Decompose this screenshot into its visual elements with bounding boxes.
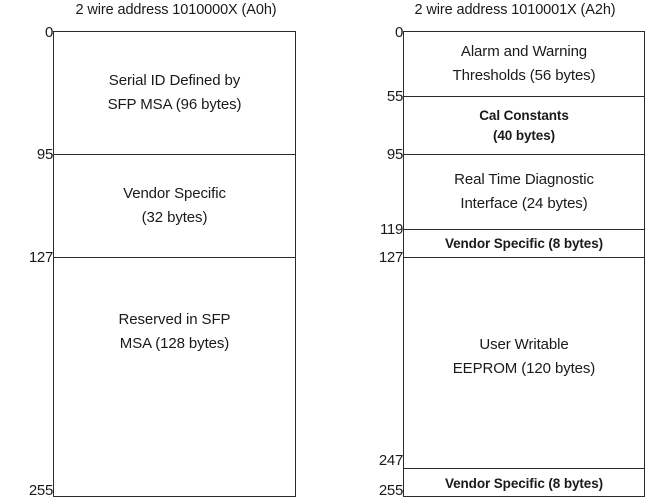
memory-segment-alarm-warning-thresholds: Alarm and Warning Thresholds (56 bytes)	[404, 32, 644, 96]
memory-segment-real-time-diagnostic: Real Time Diagnostic Interface (24 bytes…	[404, 154, 644, 229]
address-label-a2h-55: 55	[386, 88, 403, 105]
segment-line: Reserved in SFP	[118, 311, 231, 328]
segment-line: Real Time Diagnostic	[454, 171, 594, 188]
address-label-a2h-119: 119	[379, 221, 403, 238]
address-label-a2h-127: 127	[378, 249, 403, 266]
segment-line: MSA (128 bytes)	[119, 335, 230, 352]
segment-line: Vendor Specific (8 bytes)	[444, 235, 604, 251]
segment-line: Vendor Specific	[123, 185, 226, 202]
memory-column-a2h: 2 wire address 1010001X (A2h)	[350, 0, 662, 504]
address-label-a0h-95: 95	[36, 146, 53, 163]
address-label-a2h-247: 247	[378, 452, 403, 469]
memory-segment-cal-constants: Cal Constants (40 bytes)	[404, 96, 644, 154]
memory-segment-vendor-specific-8-upper: Vendor Specific (8 bytes)	[404, 229, 644, 257]
segment-line: Interface (24 bytes)	[460, 195, 588, 212]
column-title-a2h: 2 wire address 1010001X (A2h)	[414, 2, 616, 18]
address-label-a0h-127: 127	[28, 249, 53, 266]
memory-segment-vendor-specific-8-lower: Vendor Specific (8 bytes)	[404, 468, 644, 498]
address-label-a0h-255: 255	[28, 482, 53, 499]
address-rail-a2h: 0 55 95 119 127 247 255	[355, 0, 403, 504]
segment-line: Vendor Specific (8 bytes)	[444, 475, 604, 491]
segment-line: Alarm and Warning	[460, 43, 588, 60]
memory-segment-user-writable-eeprom: User Writable EEPROM (120 bytes)	[404, 257, 644, 468]
address-label-a2h-95: 95	[386, 146, 403, 163]
address-label-a2h-255: 255	[378, 482, 403, 499]
segment-line: EEPROM (120 bytes)	[452, 360, 596, 377]
address-label-a2h-0: 0	[394, 24, 403, 41]
column-title-a0h: 2 wire address 1010000X (A0h)	[75, 2, 277, 18]
address-label-a0h-0: 0	[44, 24, 53, 41]
memory-segment-serial-id: Serial ID Defined by SFP MSA (96 bytes)	[54, 32, 295, 154]
segment-line: Thresholds (56 bytes)	[452, 67, 596, 84]
memory-segment-reserved-sfp-msa: Reserved in SFP MSA (128 bytes)	[54, 257, 295, 498]
segment-line: (40 bytes)	[492, 127, 556, 143]
memory-box-a0h: Serial ID Defined by SFP MSA (96 bytes) …	[53, 31, 296, 497]
segment-line: Cal Constants	[479, 107, 569, 123]
address-rail-a0h: 0 95 127 255	[5, 0, 53, 504]
memory-column-a0h: 2 wire address 1010000X (A0h) 0 95 127 2…	[0, 0, 330, 504]
segment-line: Serial ID Defined by	[108, 72, 241, 89]
memory-segment-vendor-specific-32: Vendor Specific (32 bytes)	[54, 154, 295, 257]
segment-line: User Writable	[479, 336, 569, 353]
segment-line: SFP MSA (96 bytes)	[107, 96, 242, 113]
memory-box-a2h: Alarm and Warning Thresholds (56 bytes) …	[403, 31, 645, 497]
segment-line: (32 bytes)	[141, 209, 208, 226]
